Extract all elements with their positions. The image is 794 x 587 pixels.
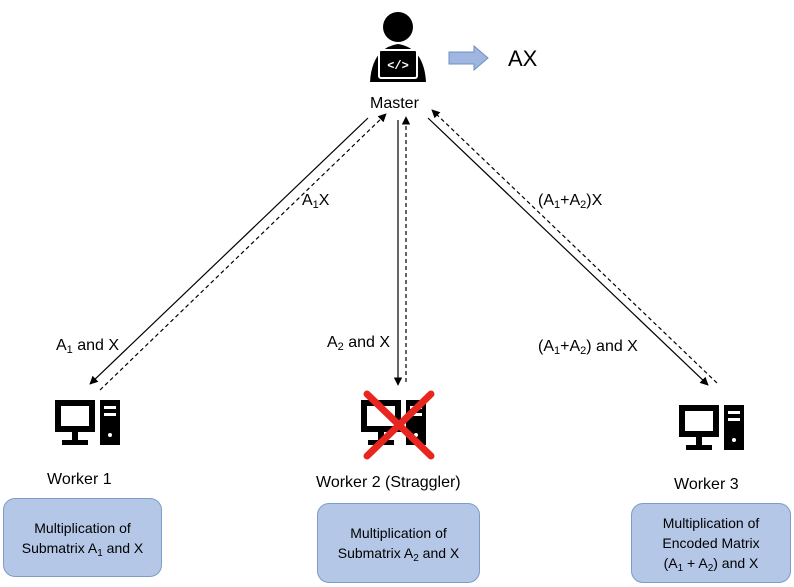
result-ax-label: AX bbox=[508, 46, 538, 71]
worker-1-label: Worker 1 bbox=[47, 471, 112, 488]
edge-label-from-worker-1: A1X bbox=[302, 192, 330, 211]
worker-3-computer-icon bbox=[679, 405, 744, 450]
edge-worker-1-to-master bbox=[99, 113, 387, 391]
task-line-3: (A1 + A2) and X bbox=[663, 555, 759, 574]
edge-label-to-worker-2: A2 and X bbox=[327, 334, 391, 353]
edge-label-to-worker-3: (A1+A2) and X bbox=[538, 338, 638, 357]
worker-2-label: Worker 2 (Straggler) bbox=[316, 474, 461, 491]
worker-2-task-box: Multiplication of Submatrix A2 and X bbox=[317, 503, 480, 583]
edge-worker-3-to-master bbox=[431, 109, 718, 384]
task-line-1: Multiplication of bbox=[662, 515, 760, 531]
task-line-1: Multiplication of bbox=[350, 525, 447, 541]
edge-master-to-worker-1 bbox=[89, 117, 369, 385]
task-line-2: Submatrix A1 and X bbox=[21, 539, 144, 559]
result-arrow-icon bbox=[448, 44, 489, 72]
task-line-2: Encoded Matrix bbox=[662, 535, 760, 551]
worker-3-label: Worker 3 bbox=[674, 476, 739, 493]
red-cross-icon bbox=[363, 390, 435, 460]
task-line-2: Submatrix A2 and X bbox=[337, 545, 460, 564]
task-line-1: Multiplication of bbox=[34, 519, 131, 536]
edge-master-to-worker-3 bbox=[427, 117, 709, 386]
worker-1-computer-icon bbox=[55, 400, 120, 445]
worker-3-task-box: Multiplication of Encoded Matrix (A1 + A2)… bbox=[631, 503, 791, 583]
master-label: Master bbox=[370, 95, 419, 112]
developer-laptop-icon: </> bbox=[370, 12, 426, 82]
svg-text:</>: </> bbox=[387, 59, 409, 73]
edge-label-to-worker-1: A1 and X bbox=[56, 337, 120, 356]
edge-label-from-worker-3: (A1+A2)X bbox=[538, 192, 603, 211]
worker-1-task-box: Multiplication of Submatrix A1 and X bbox=[3, 498, 162, 577]
